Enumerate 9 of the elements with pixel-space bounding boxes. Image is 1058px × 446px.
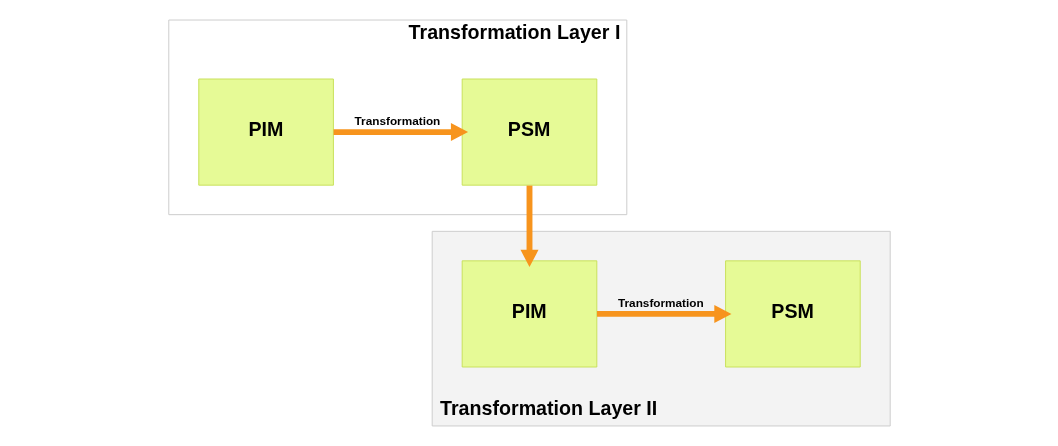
node-box: PSM xyxy=(724,260,861,368)
edge-label: Transformation xyxy=(617,295,704,309)
edge-label: Transformation xyxy=(354,113,440,127)
node-box: PSM xyxy=(461,78,597,186)
node-box: PIM xyxy=(197,78,334,186)
arrow xyxy=(520,185,538,267)
arrow xyxy=(596,304,731,323)
arrow xyxy=(333,123,468,142)
node-box: PIM xyxy=(461,260,597,368)
